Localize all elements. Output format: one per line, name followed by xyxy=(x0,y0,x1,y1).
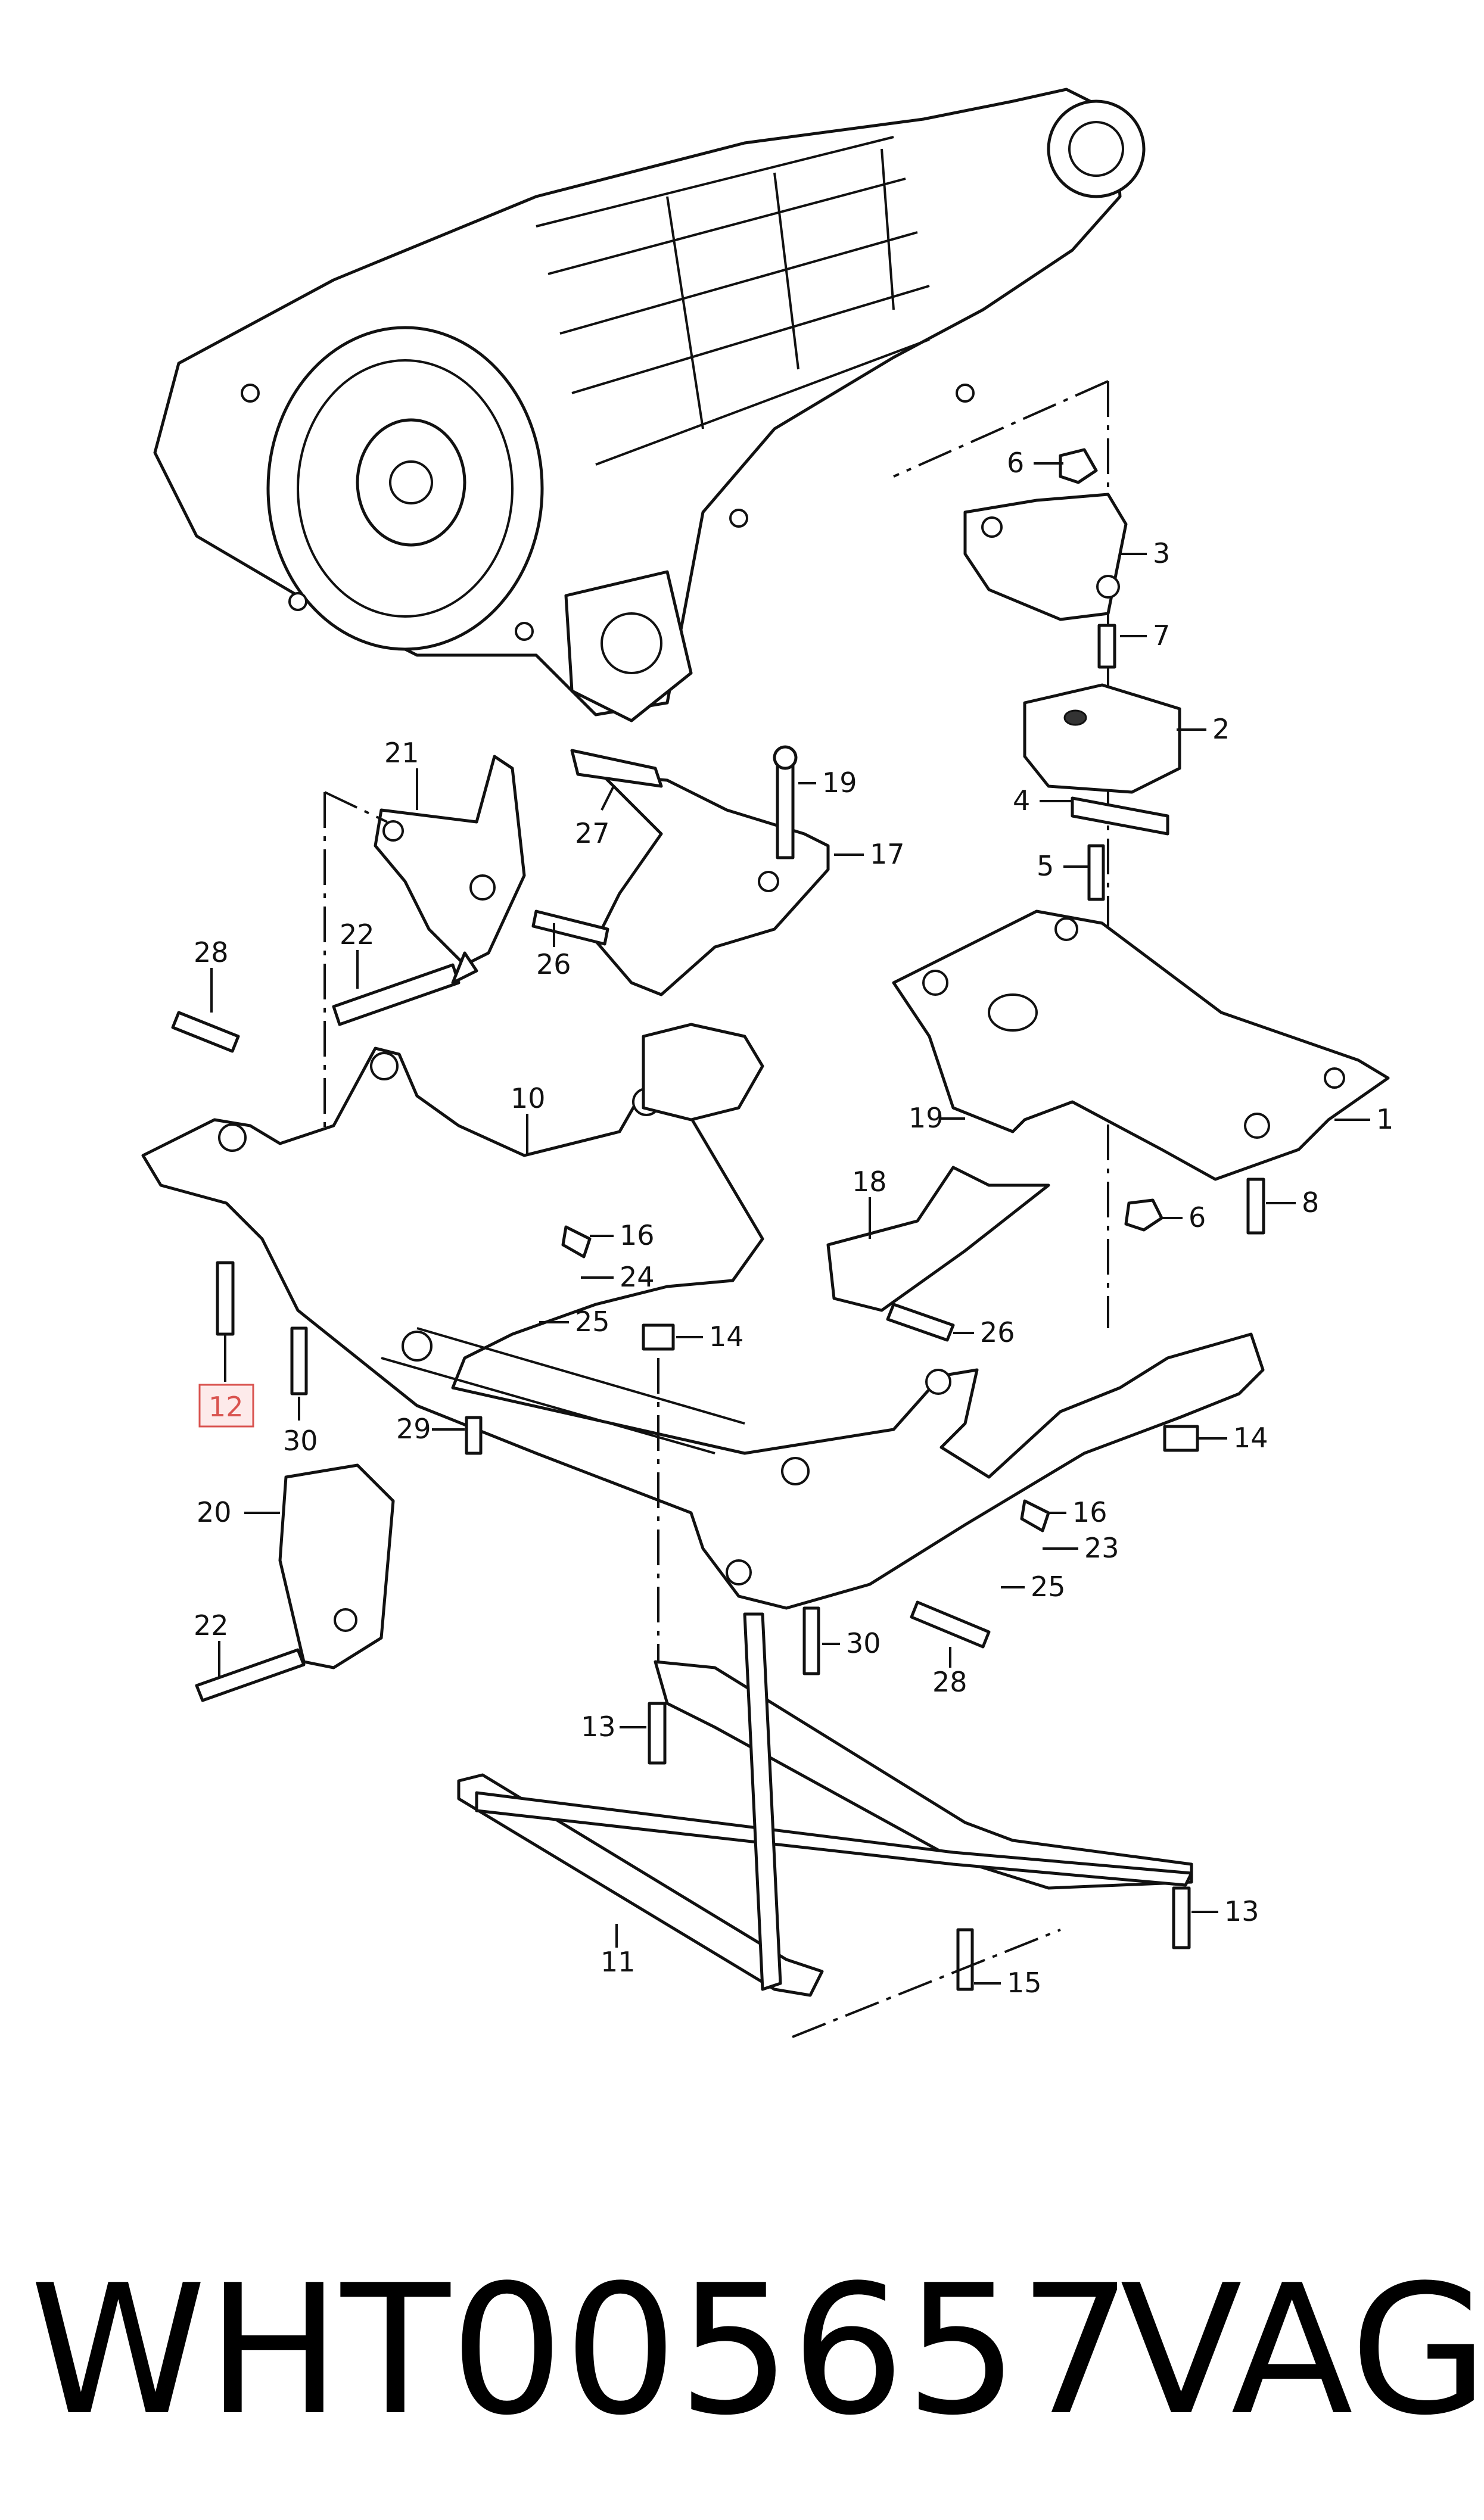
callout-19: 19 xyxy=(822,767,857,799)
callout-13: 13 xyxy=(581,1711,616,1743)
callout-6: 6 xyxy=(1007,447,1024,479)
callout-26: 26 xyxy=(536,948,571,980)
callout-23: 23 xyxy=(1084,1532,1119,1564)
callout-7: 7 xyxy=(1153,619,1170,652)
callout-25: 25 xyxy=(1031,1571,1066,1603)
callout-14: 14 xyxy=(709,1320,744,1353)
bolt-22-upper xyxy=(332,951,478,1026)
callout-28: 28 xyxy=(194,936,229,968)
transmission-assembly xyxy=(153,88,1146,722)
callout-30: 30 xyxy=(846,1627,881,1659)
callout-16: 16 xyxy=(620,1219,655,1251)
callout-15: 15 xyxy=(1007,1967,1042,1999)
callout-26: 26 xyxy=(980,1316,1015,1348)
callout-8: 8 xyxy=(1302,1186,1319,1219)
callout-leader-lines xyxy=(210,462,1370,1985)
heat-shield-bracket-21 xyxy=(323,755,526,1203)
bolt-19-upper xyxy=(773,745,798,859)
callout-6: 6 xyxy=(1189,1201,1206,1233)
callout-20: 20 xyxy=(197,1496,232,1528)
callout-2: 2 xyxy=(1212,713,1230,745)
callout-21: 21 xyxy=(384,737,419,769)
subframe-crossmember xyxy=(141,1023,1265,1669)
callout-12: 12 xyxy=(209,1391,244,1423)
bracket-17 xyxy=(570,749,830,996)
callout-29: 29 xyxy=(396,1413,431,1445)
callout-3: 3 xyxy=(1153,537,1170,569)
callout-11: 11 xyxy=(601,1946,636,1978)
callout-28: 28 xyxy=(932,1666,967,1698)
lower-cross-brace xyxy=(457,1358,1193,2038)
callout-numbers: 6 3 7 2 4 5 21 19 27 17 22 26 28 10 1 19… xyxy=(194,447,1393,1999)
callout-19: 19 xyxy=(909,1102,944,1134)
callout-14: 14 xyxy=(1233,1422,1268,1454)
callout-25: 25 xyxy=(575,1306,610,1338)
callout-1: 1 xyxy=(1376,1103,1393,1135)
callout-12-highlight-box xyxy=(198,1384,254,1428)
transmission-mount-stack xyxy=(892,380,1390,1328)
callout-27: 27 xyxy=(575,817,610,849)
part-number: WHT005657 xyxy=(30,2247,1133,2454)
brand-name: VAG xyxy=(1120,2247,1484,2454)
callout-24: 24 xyxy=(620,1261,655,1293)
callout-16: 16 xyxy=(1072,1496,1107,1528)
callout-30: 30 xyxy=(283,1425,318,1457)
bolt-26-upper xyxy=(531,909,609,946)
callout-10: 10 xyxy=(511,1082,546,1114)
callout-22: 22 xyxy=(340,918,375,951)
callout-13: 13 xyxy=(1224,1895,1259,1927)
callout-18: 18 xyxy=(852,1166,887,1198)
callout-22: 22 xyxy=(194,1609,229,1641)
callout-4: 4 xyxy=(1013,784,1030,817)
callout-17: 17 xyxy=(870,838,905,870)
fasteners-around-subframe xyxy=(171,1011,1199,1702)
callout-5: 5 xyxy=(1037,850,1054,882)
